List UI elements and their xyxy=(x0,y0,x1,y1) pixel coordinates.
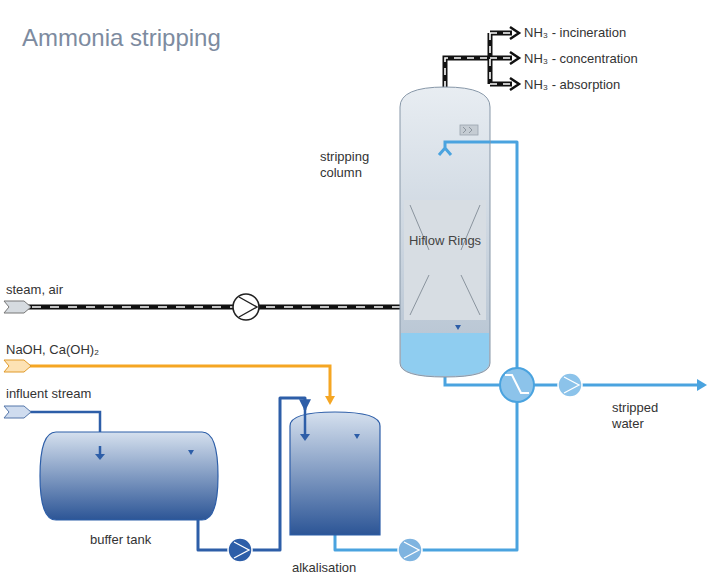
column-label: stripping column xyxy=(320,149,394,180)
input-label: influent stream xyxy=(6,386,146,402)
gas-outlet-label: NH₃ - concentration xyxy=(524,51,714,67)
gas-outlet-pipe xyxy=(445,27,519,90)
column-shape xyxy=(400,85,490,377)
heat-exchanger xyxy=(500,368,534,402)
output-label: stripped water xyxy=(612,400,672,431)
gas-outlet-label: NH₃ - incineration xyxy=(524,25,714,41)
vessel-shape xyxy=(290,410,380,535)
input-label: steam, air xyxy=(6,282,146,298)
tank-label: alkalisation xyxy=(292,560,402,576)
gas-outlet-label: NH₃ - absorption xyxy=(524,77,714,93)
steam-air-pipe xyxy=(4,294,400,320)
packing-label: Hiflow Rings xyxy=(405,233,485,249)
stripping-column: stripping columnHiflow Rings xyxy=(400,85,490,377)
alkalisation-tank: alkalisation xyxy=(290,410,380,535)
column-feed-pump xyxy=(398,538,422,562)
input-label: NaOH, Ca(OH)₂ xyxy=(6,342,166,358)
tank-label: buffer tank xyxy=(90,532,210,548)
diagram-title: Ammonia stripping xyxy=(22,24,221,52)
feed-pump xyxy=(228,538,252,562)
buffer-tank: buffer tank xyxy=(40,432,218,520)
drum-shape xyxy=(40,432,218,520)
dosing-pipe xyxy=(4,360,335,405)
water-pump xyxy=(558,373,582,397)
